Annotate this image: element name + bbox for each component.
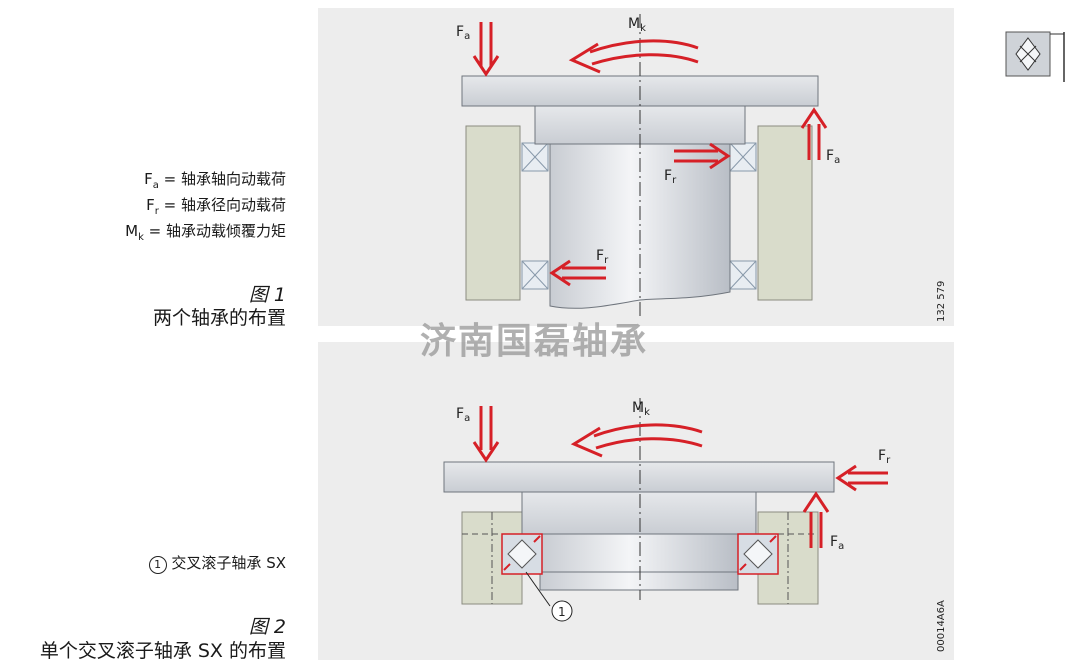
bearing-left-bottom <box>521 260 549 290</box>
figure1-diagram: Fa Mk Fa Fr Fr 132 579 <box>456 14 947 322</box>
svg-text:Fa: Fa <box>826 148 840 166</box>
arrow-fa-up <box>800 107 828 160</box>
figure2-code: 00014A6A <box>936 600 947 652</box>
figure1-code: 132 579 <box>936 281 947 322</box>
svg-text:Fa: Fa <box>456 24 470 42</box>
arrow-fa-down <box>472 22 500 77</box>
housing-left <box>465 125 521 301</box>
svg-text:Fr: Fr <box>596 248 609 266</box>
svg-text:Fr: Fr <box>664 168 677 186</box>
arrow2-fr-left <box>835 464 888 492</box>
housing-right <box>757 125 813 301</box>
arrow2-mk <box>570 423 703 458</box>
arrow-fr-left <box>549 259 606 287</box>
callout-circle <box>551 600 573 622</box>
legend-axial-load: Fa = 轴承轴向动载荷 <box>144 170 286 191</box>
legend-tilting-moment: Mk = 轴承动载倾覆力矩 <box>125 222 286 243</box>
svg-text:Mk: Mk <box>632 400 650 418</box>
arrow-fr-right <box>674 142 731 170</box>
arrow2-fa-up <box>802 491 830 548</box>
figure2-title: 单个交叉滚子轴承 SX 的布置 <box>39 640 286 662</box>
cross-roller-bearing-left <box>501 533 543 575</box>
figure2-diagram: 1 Fa Mk Fr Fa 00014A6A <box>443 398 947 652</box>
cross-roller-bearing-right <box>737 533 779 575</box>
shaft2-collar <box>521 491 757 535</box>
cross-roller-bearing-icon <box>1005 31 1065 82</box>
figure2-number: 图 2 <box>248 616 286 638</box>
legend-radial-load: Fr = 轴承径向动载荷 <box>146 196 286 217</box>
watermark: 济南国磊轴承 <box>420 321 649 362</box>
top-plate2 <box>443 461 835 493</box>
arrow-mk <box>568 39 699 74</box>
shaft2 <box>539 533 739 591</box>
svg-text:1: 1 <box>558 605 566 619</box>
bearing-right-bottom <box>729 260 757 290</box>
svg-text:Fr: Fr <box>878 448 891 466</box>
svg-text:Fa: Fa <box>456 406 470 424</box>
svg-text:Mk: Mk <box>628 16 646 34</box>
svg-text:Fa: Fa <box>830 534 844 552</box>
bearing-right-top <box>729 142 757 172</box>
figure1-title: 两个轴承的布置 <box>152 307 286 329</box>
legend-callout: 1 交叉滚子轴承 SX <box>148 552 286 574</box>
figure1-number: 图 1 <box>248 284 286 306</box>
arrow2-fa-down <box>472 406 500 463</box>
bearing-left-top <box>521 142 549 172</box>
